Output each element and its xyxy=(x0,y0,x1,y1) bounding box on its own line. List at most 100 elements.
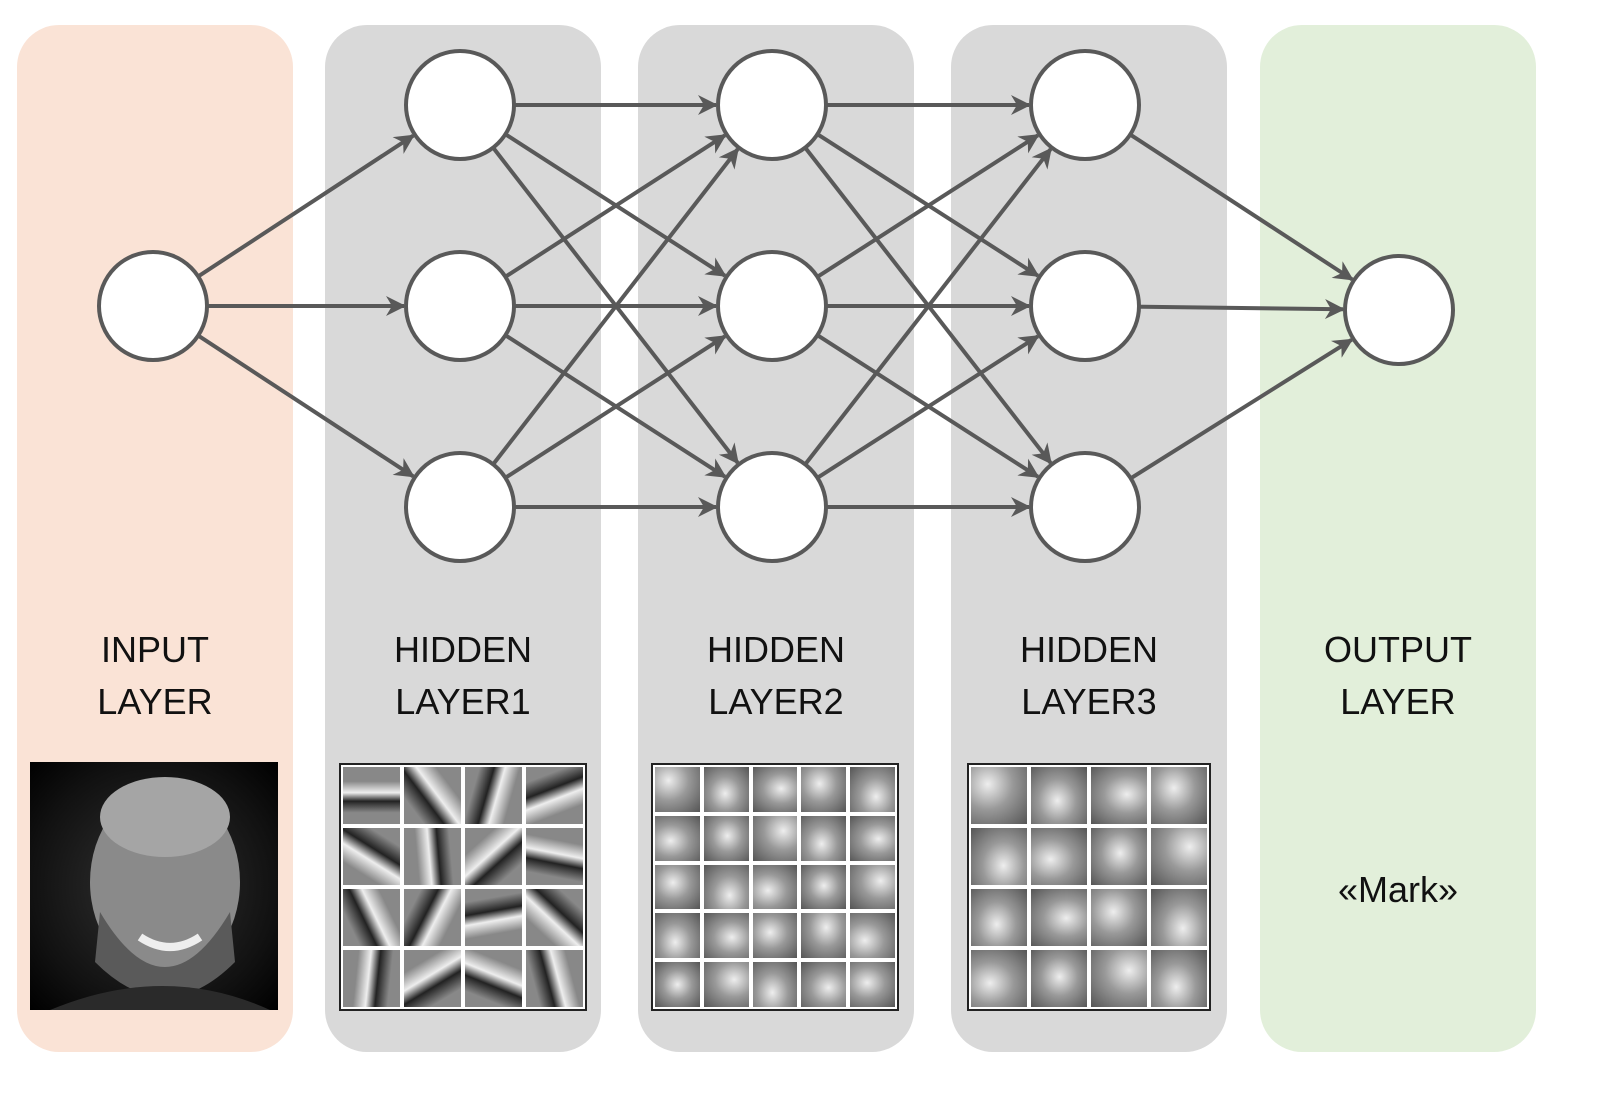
connection-arrow xyxy=(197,134,415,279)
feature-cell xyxy=(801,913,847,959)
feature-cell xyxy=(465,950,522,1007)
connection-arrow xyxy=(1138,299,1346,320)
hidden-layer3-feature-grid xyxy=(967,763,1211,1011)
feature-cell xyxy=(971,828,1027,885)
feature-cell xyxy=(703,815,749,861)
hidden-layer2-label: HIDDEN LAYER2 xyxy=(638,624,914,728)
neuron-node xyxy=(404,250,516,362)
label-line2: LAYER2 xyxy=(708,681,844,722)
label-line1: HIDDEN xyxy=(393,629,532,670)
hidden-layer2-feature-grid xyxy=(651,763,899,1011)
feature-cell xyxy=(752,962,798,1007)
feature-cell xyxy=(850,864,895,910)
feature-cell xyxy=(971,889,1027,946)
feature-cell xyxy=(465,767,522,824)
label-line1: HIDDEN xyxy=(706,629,845,670)
feature-cell xyxy=(703,767,749,812)
feature-cell xyxy=(850,962,895,1007)
feature-cell xyxy=(752,864,798,910)
feature-cell xyxy=(850,767,895,812)
label-line2: LAYER xyxy=(1340,681,1456,722)
feature-cell xyxy=(343,889,400,946)
connection-arrow xyxy=(803,147,1053,466)
feature-cell xyxy=(1151,828,1207,885)
connection-arrow xyxy=(197,333,415,478)
feature-cell xyxy=(752,815,798,861)
feature-cell xyxy=(404,889,461,946)
feature-cell xyxy=(801,864,847,910)
feature-cell xyxy=(1091,950,1147,1007)
feature-cell xyxy=(404,828,461,885)
feature-cell xyxy=(801,767,847,812)
connection-arrow xyxy=(491,147,740,466)
neuron-node xyxy=(1029,49,1141,161)
label-line2: LAYER1 xyxy=(395,681,531,722)
label-line1: INPUT xyxy=(101,629,209,670)
connection-arrow xyxy=(504,133,727,279)
feature-cell xyxy=(1151,889,1207,946)
feature-cell xyxy=(655,864,700,910)
feature-cell xyxy=(526,828,583,885)
feature-cell xyxy=(752,767,798,812)
neuron-node xyxy=(1343,254,1455,366)
output-layer-label: OUTPUT LAYER xyxy=(1260,624,1536,728)
feature-cell xyxy=(655,962,700,1007)
feature-cell xyxy=(655,913,700,959)
connection-arrow xyxy=(816,334,1040,480)
feature-cell xyxy=(752,913,798,959)
label-line2: LAYER3 xyxy=(1021,681,1157,722)
input-layer-label: INPUT LAYER xyxy=(17,624,293,728)
input-face-photo xyxy=(30,762,278,1010)
feature-cell xyxy=(703,913,749,959)
neuron-node xyxy=(716,250,828,362)
feature-cell xyxy=(1151,767,1207,824)
feature-cell xyxy=(850,815,895,861)
feature-cell xyxy=(343,950,400,1007)
output-result: «Mark» xyxy=(1337,869,1459,910)
feature-cell xyxy=(703,864,749,910)
neuron-node xyxy=(404,451,516,563)
feature-cell xyxy=(801,815,847,861)
connection-arrow xyxy=(1129,338,1354,480)
feature-cell xyxy=(971,950,1027,1007)
feature-cell xyxy=(1091,889,1147,946)
feature-cell xyxy=(465,889,522,946)
neuron-node xyxy=(716,451,828,563)
hidden-layer3-label: HIDDEN LAYER3 xyxy=(951,624,1227,728)
feature-cell xyxy=(343,828,400,885)
feature-cell xyxy=(971,767,1027,824)
feature-cell xyxy=(404,950,461,1007)
connection-arrow xyxy=(1129,132,1354,282)
neuron-node xyxy=(716,49,828,161)
connection-arrow xyxy=(504,334,727,480)
feature-cell xyxy=(1151,950,1207,1007)
label-line2: LAYER xyxy=(97,681,213,722)
feature-cell xyxy=(655,815,700,861)
feature-cell xyxy=(655,767,700,812)
hidden-layer1-label: HIDDEN LAYER1 xyxy=(325,624,601,728)
feature-cell xyxy=(1091,767,1147,824)
output-layer-panel xyxy=(1260,25,1536,1052)
feature-cell xyxy=(1031,828,1087,885)
feature-cell xyxy=(404,767,461,824)
feature-cell xyxy=(1031,950,1087,1007)
label-line1: HIDDEN xyxy=(1019,629,1158,670)
connection-arrow xyxy=(816,133,1040,279)
feature-cell xyxy=(1031,767,1087,824)
hidden-layer1-feature-grid xyxy=(339,763,587,1011)
neuron-node xyxy=(1029,451,1141,563)
feature-cell xyxy=(526,889,583,946)
feature-cell xyxy=(1091,828,1147,885)
neuron-node xyxy=(1029,250,1141,362)
neuron-node xyxy=(404,49,516,161)
feature-cell xyxy=(526,950,583,1007)
feature-cell xyxy=(703,962,749,1007)
feature-cell xyxy=(1031,889,1087,946)
feature-cell xyxy=(526,767,583,824)
feature-cell xyxy=(801,962,847,1007)
label-line1: OUTPUT xyxy=(1324,629,1472,670)
feature-cell xyxy=(343,767,400,824)
feature-cell xyxy=(850,913,895,959)
